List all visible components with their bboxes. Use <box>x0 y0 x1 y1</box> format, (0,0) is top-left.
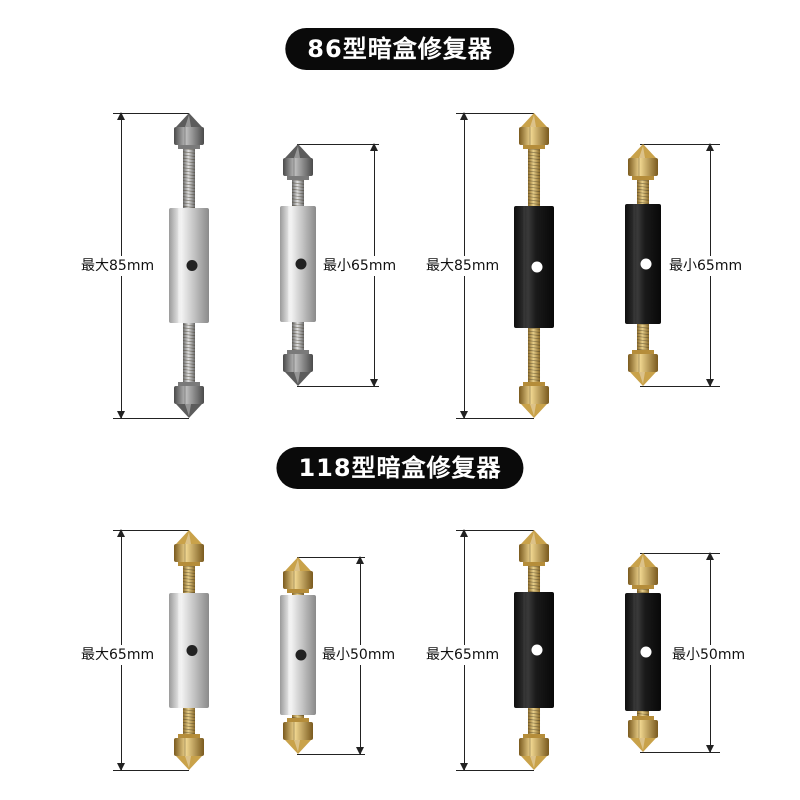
connector-bolt-image <box>625 144 661 386</box>
connector-bolt-image <box>280 557 316 754</box>
dimension-label: 最大65mm <box>426 645 500 665</box>
dimension-tick-top <box>640 144 720 145</box>
dimension-tick-bottom <box>297 386 379 387</box>
connector-bolt-image <box>169 113 209 418</box>
dimension-tick-top <box>297 144 379 145</box>
dimension-tick-bottom <box>113 418 189 419</box>
dimension-tick-bottom <box>297 754 365 755</box>
dimension-tick-top <box>456 530 534 531</box>
dimension-tick-top <box>640 553 720 554</box>
dimension-tick-top <box>113 530 189 531</box>
connector-bolt-image <box>625 553 661 752</box>
connector-bolt-image <box>514 530 554 770</box>
dimension-tick-bottom <box>456 770 534 771</box>
dimension-label: 最小65mm <box>323 256 397 276</box>
dimension-label: 最小50mm <box>672 645 746 665</box>
connector-bolt-image <box>169 530 209 770</box>
dimension-label: 最大85mm <box>81 256 155 276</box>
dimension-tick-top <box>297 557 365 558</box>
dimension-tick-bottom <box>456 418 534 419</box>
section-title-86: 86型暗盒修复器 <box>285 28 515 70</box>
dimension-label: 最小50mm <box>322 645 396 665</box>
dimension-tick-bottom <box>113 770 189 771</box>
dimension-tick-bottom <box>640 752 720 753</box>
dimension-label: 最小65mm <box>669 256 743 276</box>
connector-bolt-image <box>280 144 316 386</box>
dimension-label: 最大65mm <box>81 645 155 665</box>
dimension-tick-bottom <box>640 386 720 387</box>
connector-bolt-image <box>514 113 554 418</box>
dimension-tick-top <box>456 113 534 114</box>
dimension-label: 最大85mm <box>426 256 500 276</box>
dimension-tick-top <box>113 113 189 114</box>
section-title-118: 118型暗盒修复器 <box>276 447 524 489</box>
